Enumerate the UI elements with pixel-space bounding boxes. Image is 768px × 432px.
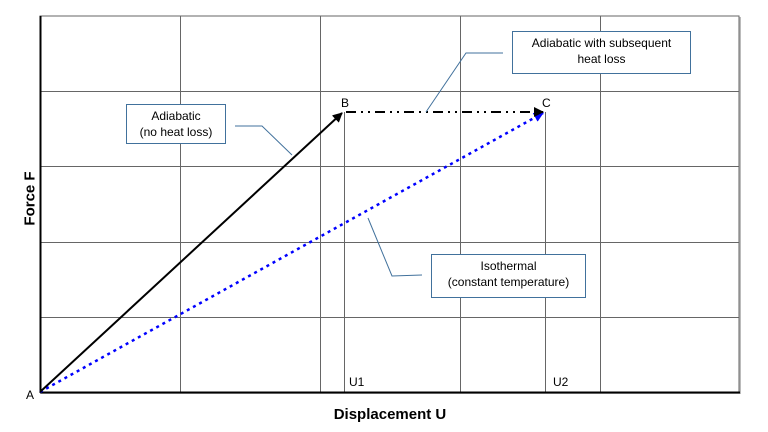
callout-line: heat loss [577,52,626,66]
callout-line: (no heat loss) [139,125,213,139]
callout-line: Adiabatic [151,109,201,123]
adiabatic-callout: Adiabatic (no heat loss) [126,104,226,144]
plot-area [39,15,741,394]
axes [39,16,740,394]
isothermal-leader [367,217,423,277]
heat-loss-callout: Adiabatic with subsequent heat loss [512,31,691,74]
adiabatic-leader [235,125,293,156]
gridlines [40,16,739,392]
point-c-label: C [542,96,551,110]
isothermal-path [39,111,544,394]
adiabatic-path [39,112,343,393]
heat-loss-leader [425,52,503,113]
u2-label: U2 [553,375,569,389]
callout-line: Isothermal [480,259,537,273]
u1-label: U1 [349,375,365,389]
isothermal-callout: Isothermal (constant temperature) [431,254,586,298]
callout-line: Adiabatic with subsequent [531,36,672,50]
point-a-label: A [26,388,35,402]
x-axis-title: Displacement U [333,406,447,423]
point-b-label: B [341,96,350,110]
y-axis-title: Force F [21,171,39,226]
callout-line: (constant temperature) [447,275,570,289]
displacement-markers [344,112,546,392]
